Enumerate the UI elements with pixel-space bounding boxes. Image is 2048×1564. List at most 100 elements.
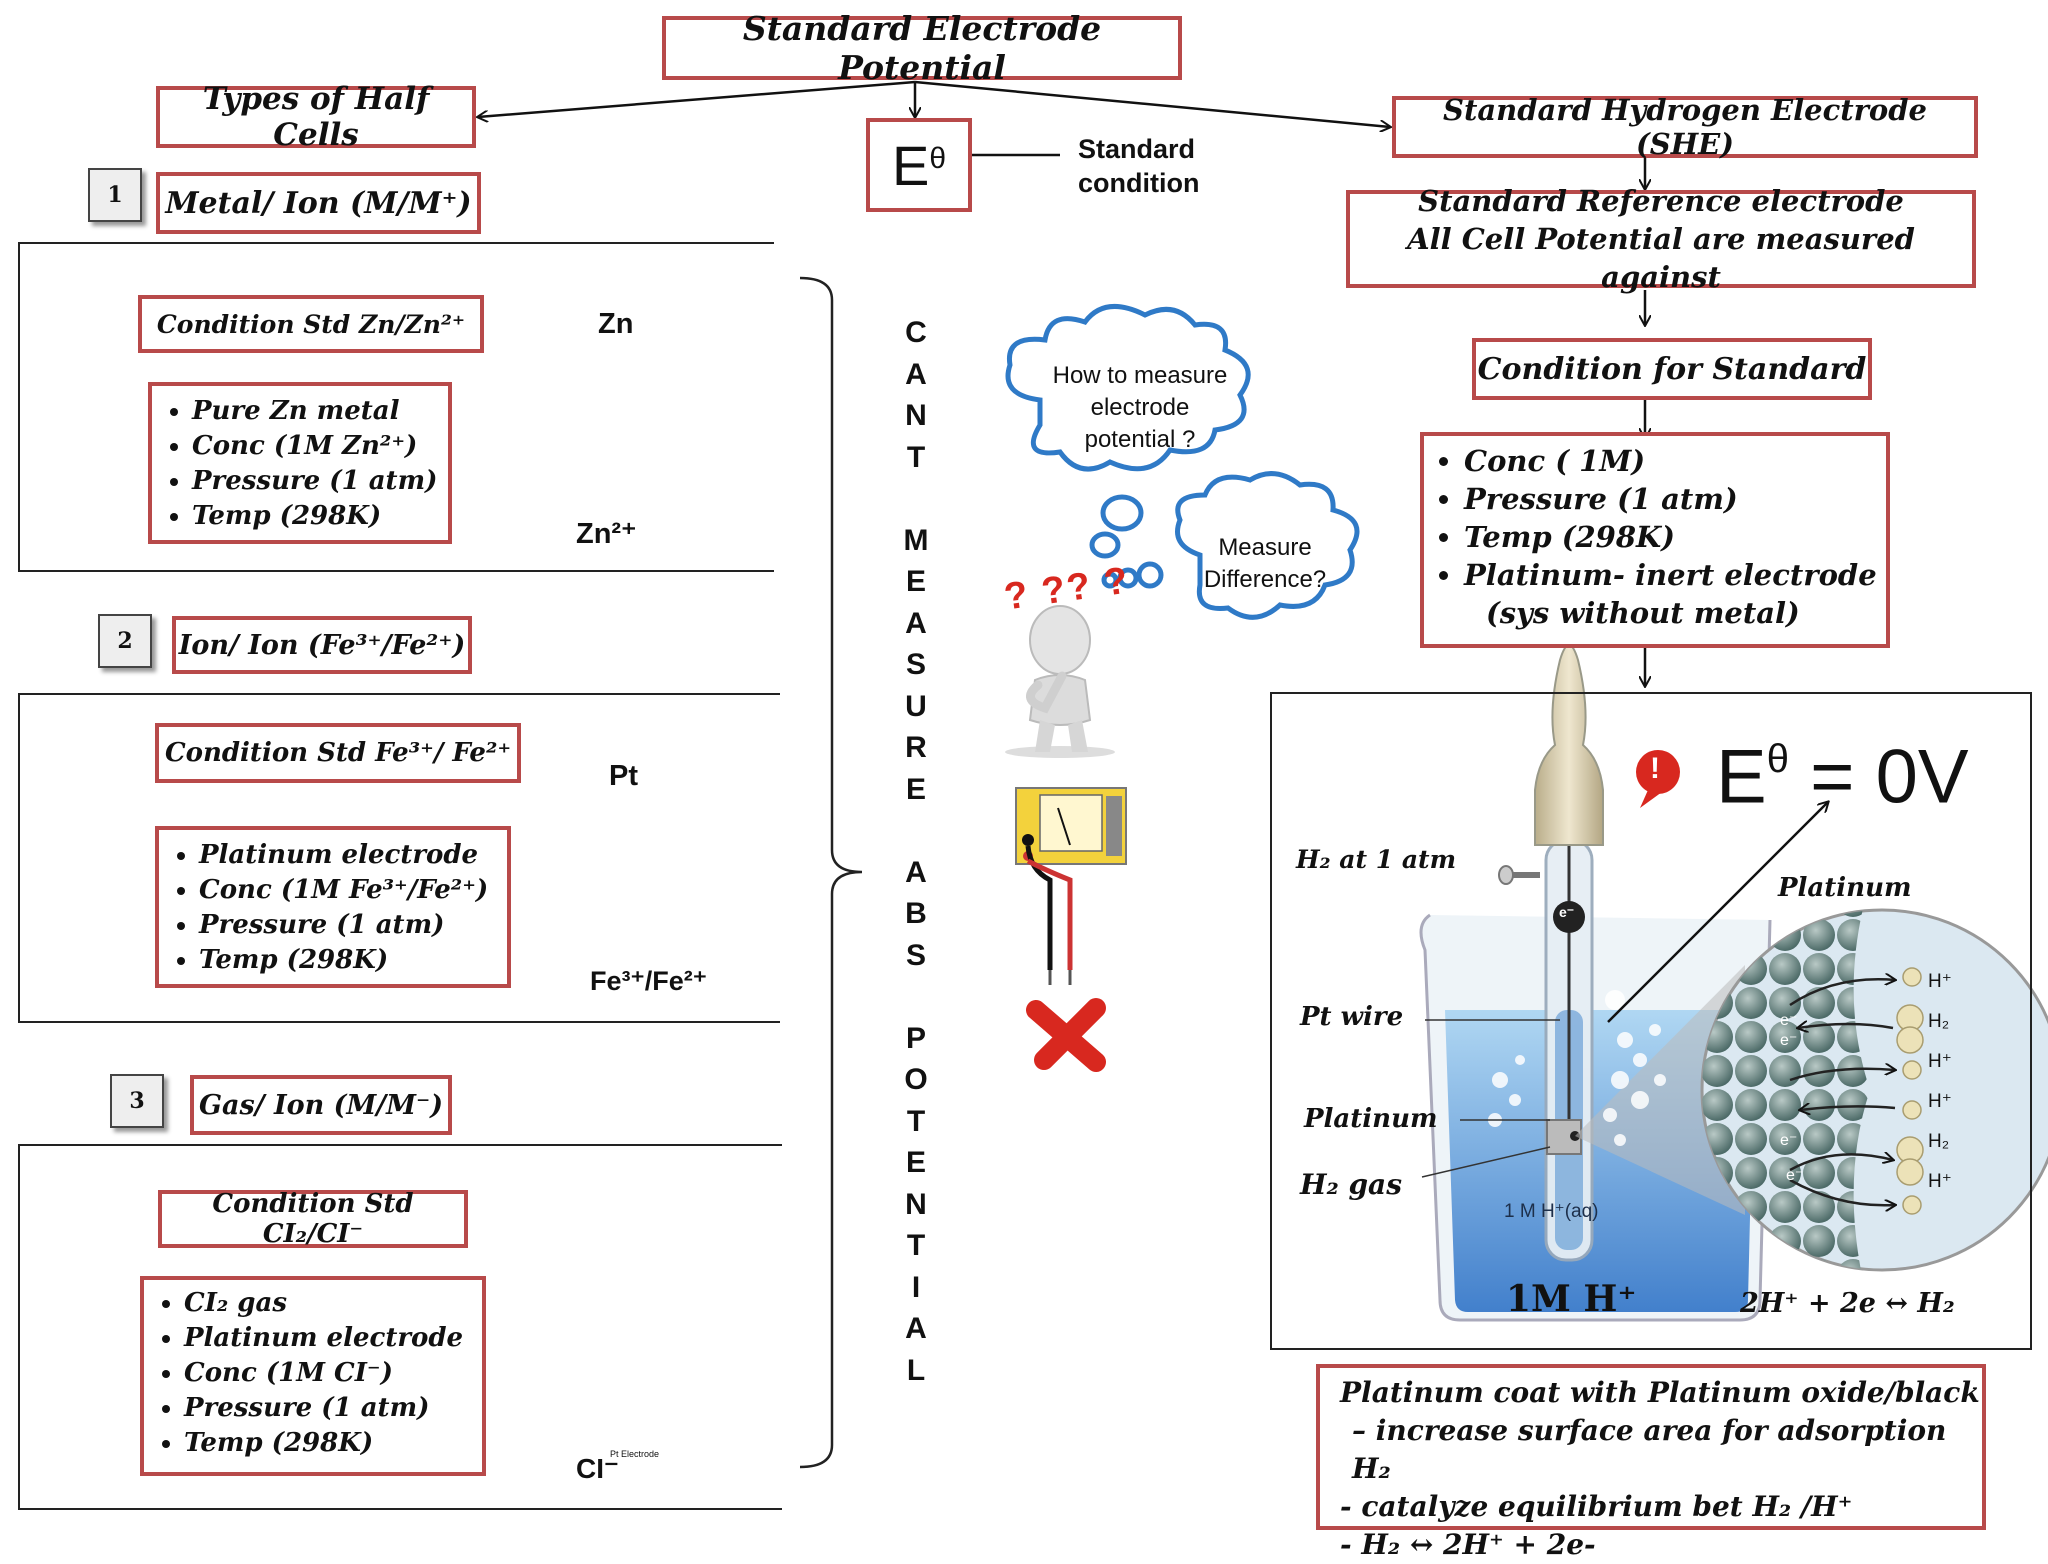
cell-number-badge-2: 2 <box>98 614 152 668</box>
e-symbol: E <box>891 133 930 197</box>
vertical-letter: N <box>905 1187 927 1221</box>
vertical-letter: C <box>905 316 927 349</box>
vertical-letter: A <box>905 606 927 640</box>
standard-condition-line-2: condition <box>1078 168 1200 198</box>
bullet-item: Pressure (1 atm) <box>1464 480 1886 518</box>
cl-ion-label: CI⁻ <box>576 1453 619 1484</box>
vertical-letter: A <box>905 357 927 391</box>
vertical-letter: E <box>905 1146 926 1179</box>
bullet-item: Temp (298K) <box>199 943 507 978</box>
reference-electrode-box: Standard Reference electrode All Cell Po… <box>1346 184 1976 294</box>
she-apparatus-drawing <box>1419 644 2048 1322</box>
note-line: Platinum coat with Platinum oxide/black <box>1340 1376 1980 1409</box>
condition-for-standard-box: Condition for Standard <box>1472 338 1872 400</box>
cell-type-label-2: Ion/ Ion (Fe³⁺/Fe²⁺) <box>172 616 472 674</box>
platinum-left-label: Platinum <box>1304 1104 1438 1134</box>
types-of-half-cells-box: Types of Half Cells <box>156 81 476 153</box>
she-title-box: Standard Hydrogen Electrode (SHE) <box>1392 93 1978 161</box>
ion-label: H⁺ <box>1928 1091 1952 1112</box>
note-line: - catalyze equilibrium bet H₂ /H⁺ <box>1340 1490 1853 1523</box>
cloud-line: How to measure <box>1052 362 1228 389</box>
vertical-letter: T <box>906 1229 926 1262</box>
vertical-letter: I <box>911 1270 921 1304</box>
bullet-item: Conc (1M Zn²⁺) <box>192 429 448 464</box>
bullet-item: Pressure (1 atm) <box>199 908 507 943</box>
vertical-letter: S <box>905 648 926 681</box>
page-title: Standard Electrode Potential <box>662 9 1182 87</box>
condition-bullets-1: Pure Zn metal Conc (1M Zn²⁺) Pressure (1… <box>148 382 452 544</box>
magnified-ion-labels: H⁺ H₂ H⁺ H⁺ H₂ H⁺ <box>1928 962 1952 1202</box>
solution-label: 1 M H⁺(aq) <box>1504 1201 1599 1222</box>
vertical-letter: E <box>905 565 926 598</box>
red-cross-icon <box>1026 998 1106 1072</box>
magnified-electron-label: e⁻ <box>1780 1032 1798 1049</box>
bullet-item: Temp (298K) <box>1464 518 1886 556</box>
top-arrows <box>478 80 1645 686</box>
she-diagram-panel <box>1270 692 2032 1350</box>
vertical-cant-measure-text: C A N T M E A S U R E A B S P O T E N T … <box>896 312 936 1391</box>
platinum-right-label: Platinum <box>1778 873 1912 903</box>
ion-label: H⁺ <box>1928 1171 1952 1192</box>
magnified-electron-label: e⁻ <box>1780 1132 1798 1149</box>
vertical-letter: S <box>905 938 926 972</box>
ion-label: H⁺ <box>1928 971 1952 992</box>
standard-condition-label: Standard condition <box>1078 132 1199 200</box>
standard-condition-line-1: Standard <box>1078 134 1196 164</box>
vertical-letter: A <box>905 855 927 889</box>
cloud-line: Difference? <box>1203 566 1327 593</box>
condition-label-2: Condition Std Fe³⁺/ Fe²⁺ <box>155 723 521 783</box>
exclamation-icon: ! <box>1650 752 1660 785</box>
bullet-item: Pressure (1 atm) <box>192 464 448 499</box>
cell-number-badge-1: 1 <box>88 168 142 222</box>
vertical-letter: P <box>905 1021 926 1055</box>
note-line: - H₂ ↔ 2H⁺ + 2e- <box>1340 1528 1596 1561</box>
cloud-line: electrode <box>1090 394 1190 421</box>
vertical-letter: U <box>905 689 927 723</box>
condition-bullets-2: Platinum electrode Conc (1M Fe³⁺/Fe²⁺) P… <box>155 826 511 988</box>
vertical-letter: B <box>905 897 927 930</box>
multimeter-icon <box>1015 787 1127 985</box>
bullet-item: Conc ( 1M) <box>1464 442 1886 480</box>
bullet-item: Temp (298K) <box>184 1426 482 1461</box>
electron-label: e⁻ <box>1559 904 1575 920</box>
h2-gas-label: H₂ gas <box>1300 1168 1402 1201</box>
pt-wire-label: Pt wire <box>1300 1002 1404 1032</box>
note-line: – increase surface area for adsorption H… <box>1352 1414 1947 1485</box>
cell-type-label-3: Gas/ Ion (M/M⁻) <box>190 1075 452 1135</box>
zn-electrode-label: Zn <box>598 308 634 340</box>
vertical-letter: E <box>905 772 926 806</box>
vertical-letter: L <box>906 1353 926 1387</box>
theta-symbol: θ <box>1766 737 1789 781</box>
pt-electrode-caption: Pt Electrode <box>610 1449 660 1459</box>
bullet-item: Platinum- inert electrode <box>1464 556 1886 594</box>
magnified-electron-label: e⁻ <box>1780 1012 1798 1029</box>
fe-ion-label: Fe³⁺/Fe²⁺ <box>590 966 708 996</box>
cloud-line: potential ? <box>1084 426 1196 453</box>
bullet-item: Temp (298K) <box>192 499 448 534</box>
cloud-question-text: How to measure electrode potential ? <box>1040 360 1240 456</box>
condition-label-1: Condition Std Zn/Zn²⁺ <box>138 295 484 353</box>
thinking-person-figure <box>1005 605 1115 758</box>
bullet-item: Platinum electrode <box>199 838 507 873</box>
h2-at-1atm-label: H₂ at 1 atm <box>1296 845 1457 874</box>
bullet-item: Platinum electrode <box>184 1321 482 1356</box>
vertical-letter <box>896 478 936 520</box>
condition-bullets-3: CI₂ gas Platinum electrode Conc (1M CI⁻)… <box>140 1276 486 1476</box>
reference-line: All Cell Potential are measured against <box>1407 222 1915 294</box>
vertical-letter <box>896 810 936 852</box>
magnified-electron-label: e⁻ <box>1786 1167 1804 1184</box>
bullet-subtext: (sys without metal) <box>1486 596 1800 630</box>
thought-cloud-small <box>1101 471 1360 620</box>
cell-type-label-1: Metal/ Ion (M/M⁺) <box>156 172 481 234</box>
vertical-letter: N <box>905 399 927 432</box>
bullet-item: Pressure (1 atm) <box>184 1391 482 1426</box>
ion-label: H₂ <box>1928 1131 1950 1152</box>
vertical-letter: M <box>903 523 929 557</box>
thought-cloud-large <box>1005 304 1251 559</box>
e-symbol: E <box>1716 734 1767 820</box>
vertical-letter: O <box>904 1063 928 1096</box>
ion-label: H₂ <box>1928 1011 1950 1032</box>
vertical-letter <box>896 976 936 1018</box>
